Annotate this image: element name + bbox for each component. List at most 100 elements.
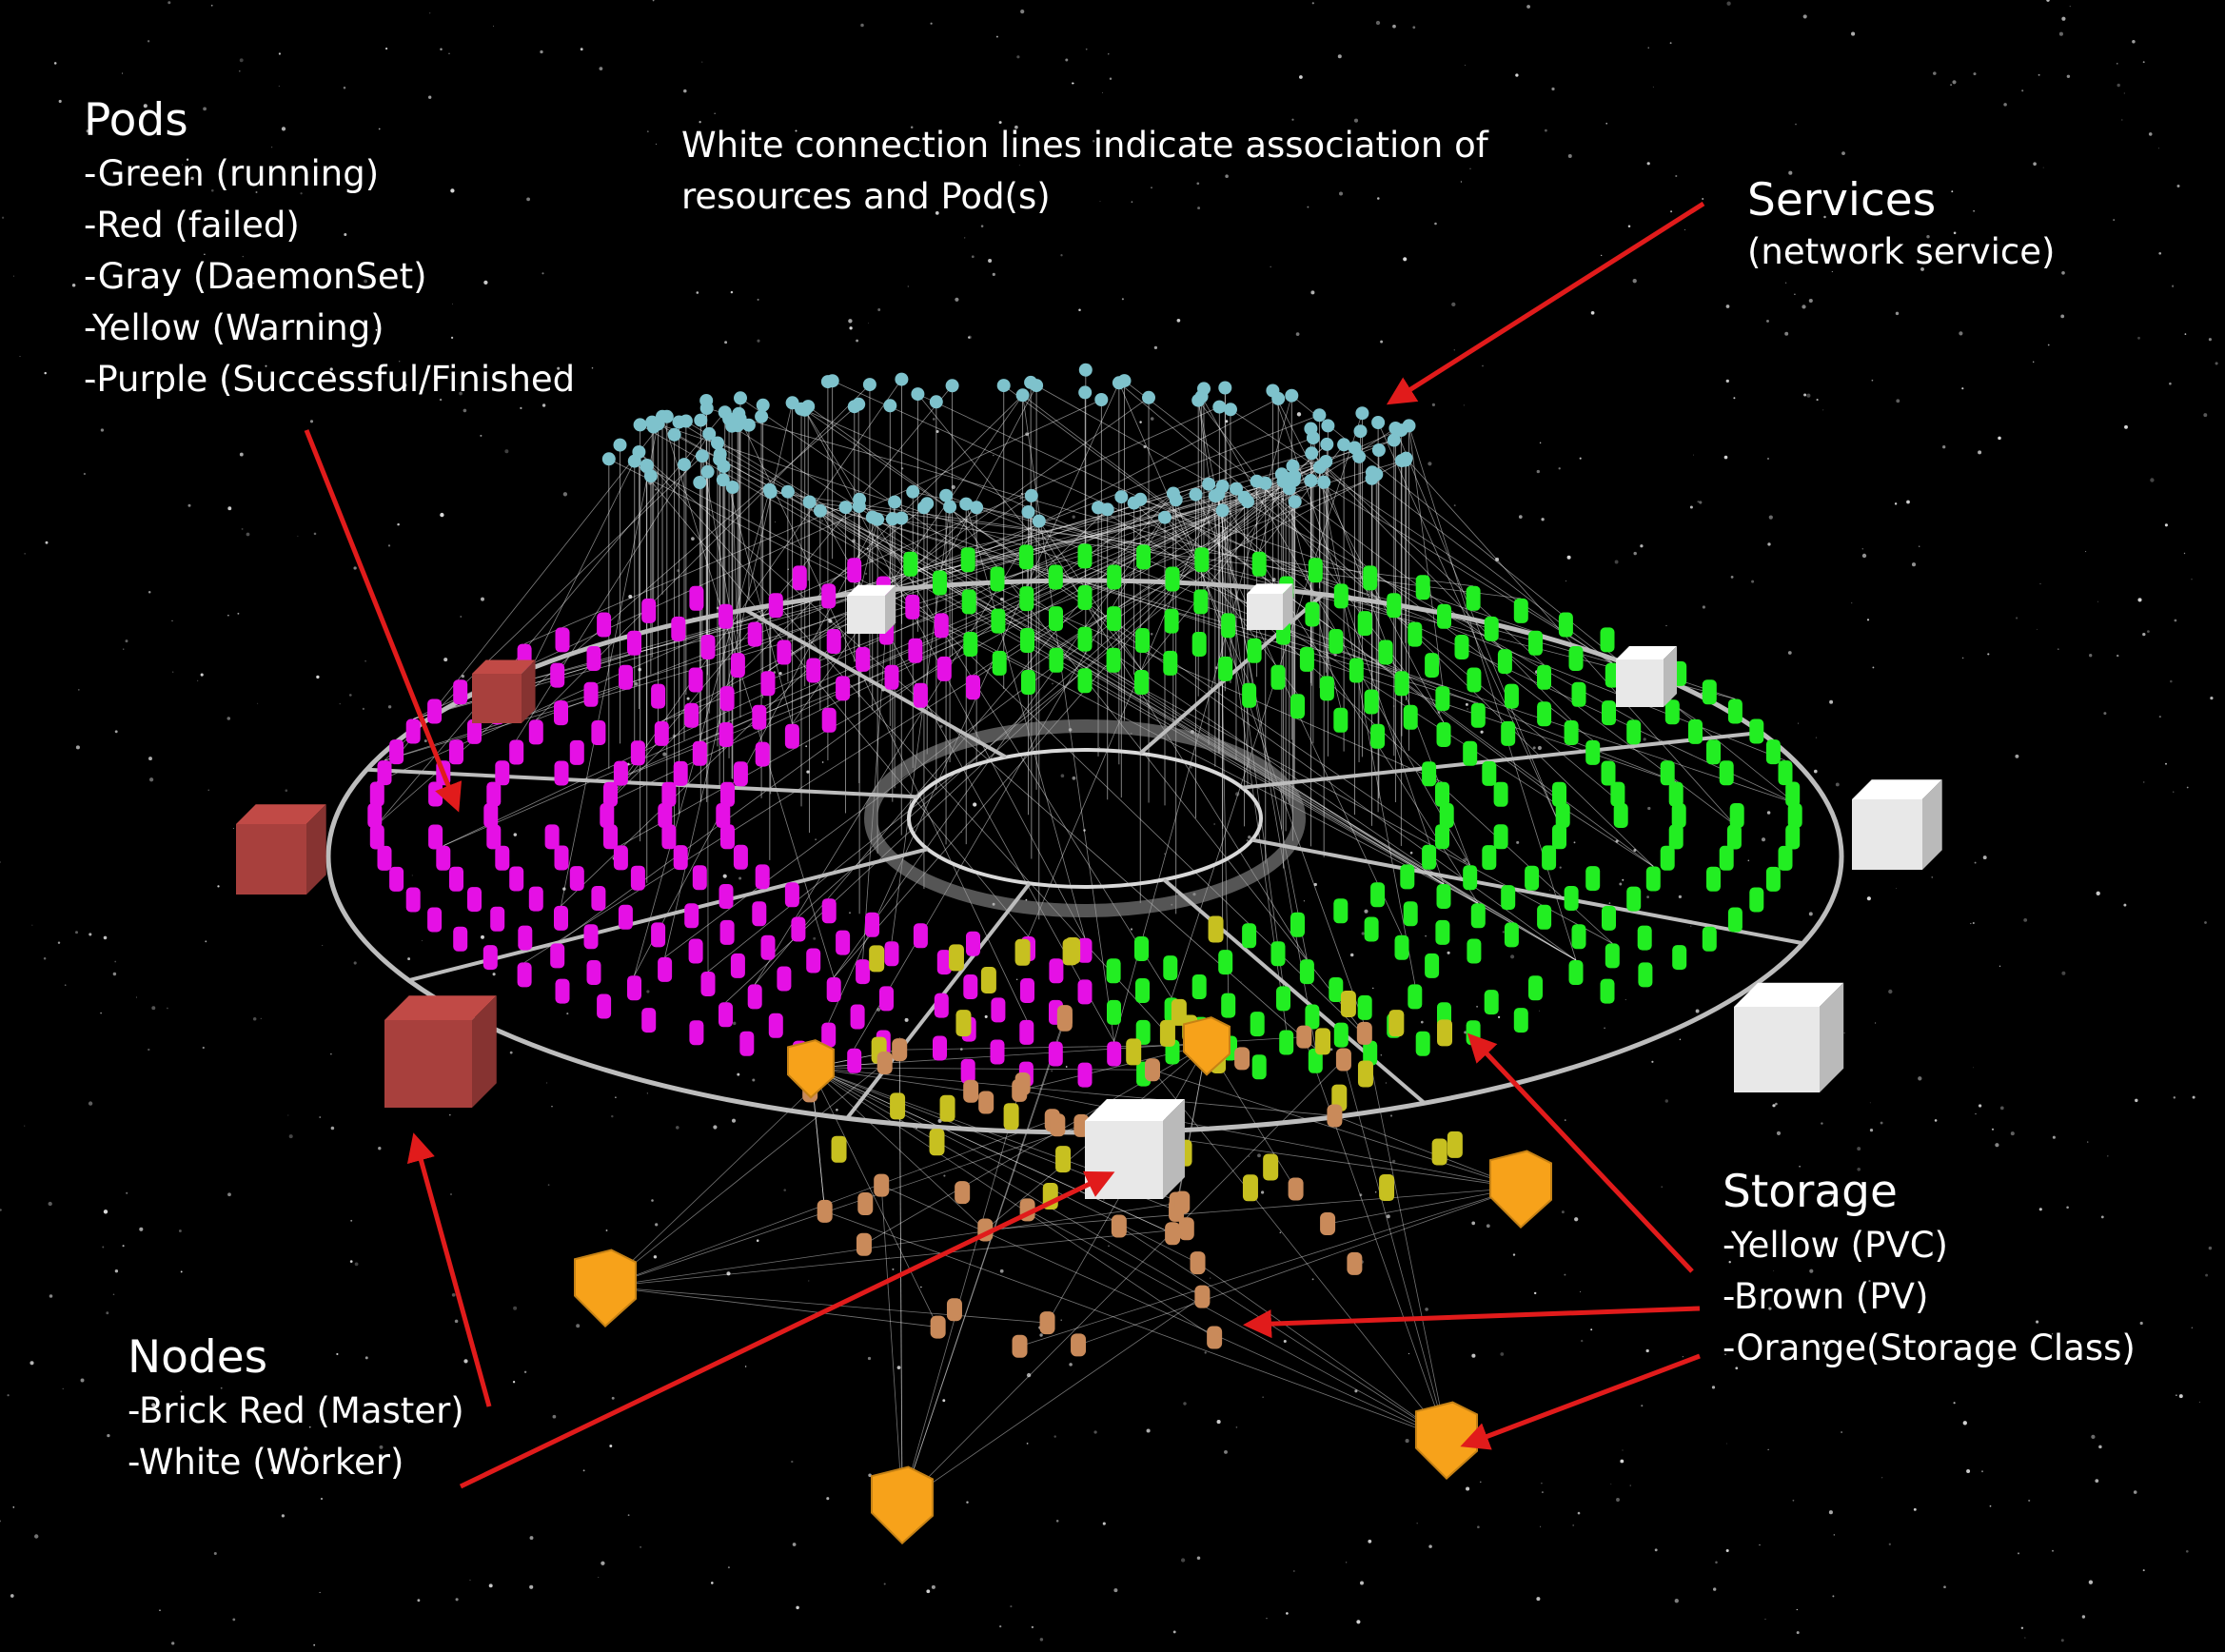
service	[1317, 475, 1331, 489]
star	[910, 126, 914, 129]
star	[270, 1468, 275, 1472]
star	[172, 671, 174, 673]
star	[1279, 1231, 1282, 1234]
association-line	[809, 502, 1479, 704]
pod-finished	[719, 1002, 733, 1028]
association-line	[1291, 395, 1796, 804]
pod-running	[991, 608, 1006, 634]
pod-finished	[591, 720, 606, 745]
star	[610, 1445, 612, 1447]
pod-running	[1610, 781, 1625, 807]
star	[121, 72, 124, 74]
star	[2088, 1580, 2094, 1584]
pod-running	[1270, 664, 1286, 690]
worker-node	[847, 584, 896, 634]
star	[330, 1126, 335, 1131]
pod-finished	[661, 824, 677, 850]
pod-running	[1107, 564, 1122, 590]
star	[278, 86, 280, 87]
star	[227, 1192, 231, 1197]
worker-node	[1852, 779, 1942, 870]
services-subtitle: (network service)	[1747, 231, 2056, 272]
star	[1678, 895, 1683, 899]
pod-running	[1370, 723, 1386, 749]
star	[1881, 1477, 1883, 1479]
star	[509, 1051, 513, 1054]
star	[1701, 692, 1703, 695]
pod-running	[1568, 646, 1584, 671]
storage-class	[1489, 1150, 1552, 1229]
service	[694, 413, 708, 427]
service	[693, 476, 707, 489]
pod-running	[1364, 916, 1379, 942]
services-layer	[601, 363, 1416, 528]
star	[1772, 1104, 1776, 1108]
star	[64, 984, 67, 987]
service	[1189, 487, 1203, 502]
storage-line	[810, 1067, 939, 1328]
storage-line	[810, 1067, 1173, 1234]
star	[1092, 140, 1095, 143]
pod-finished	[752, 901, 767, 927]
star	[2038, 1208, 2042, 1211]
star	[1851, 602, 1853, 604]
star	[417, 1599, 421, 1603]
pods-legend-failed: -Red (failed)	[84, 205, 300, 246]
service	[1078, 363, 1093, 377]
star	[12, 1506, 15, 1508]
pod-running	[1482, 760, 1497, 786]
star	[320, 1497, 324, 1501]
star	[151, 1006, 156, 1011]
pod-finished	[483, 803, 499, 828]
star	[451, 1292, 456, 1297]
star	[1832, 1595, 1835, 1598]
association-line	[610, 478, 1372, 783]
service	[1218, 381, 1232, 395]
star	[1590, 310, 1595, 315]
star	[1537, 745, 1542, 751]
star	[2133, 1490, 2137, 1494]
pod-finished	[597, 612, 612, 638]
storage-line	[810, 1067, 1215, 1338]
star	[1405, 1439, 1409, 1444]
star	[998, 121, 1002, 125]
star	[136, 996, 138, 998]
star	[1364, 909, 1368, 914]
pod-finished	[467, 887, 482, 913]
pvc	[1447, 1131, 1463, 1158]
pod-finished	[528, 719, 543, 745]
star	[1385, 1082, 1387, 1084]
pvc	[1242, 1174, 1258, 1202]
star	[319, 1591, 321, 1594]
star	[375, 328, 378, 331]
pv	[1194, 1285, 1211, 1308]
star	[1270, 266, 1271, 268]
star	[180, 1390, 183, 1393]
star	[931, 1584, 935, 1589]
association-line	[661, 416, 835, 978]
star	[726, 1271, 731, 1276]
pod-finished	[733, 844, 748, 870]
pod-running	[1408, 621, 1423, 647]
pod-running	[1568, 960, 1584, 985]
star	[2098, 1445, 2102, 1449]
service	[916, 501, 931, 515]
pod-running	[1221, 613, 1236, 639]
service	[734, 391, 747, 405]
pod-finished	[528, 886, 543, 912]
pod-running	[1671, 803, 1686, 828]
star	[2015, 754, 2019, 758]
star	[2183, 552, 2186, 555]
star	[2066, 1206, 2069, 1210]
pvc	[955, 1010, 972, 1037]
ring-spoke	[744, 608, 1007, 759]
star	[2087, 1141, 2089, 1143]
service	[1312, 460, 1327, 474]
pod-running	[1242, 923, 1257, 949]
pod-finished	[449, 739, 463, 765]
star	[1412, 26, 1416, 30]
star	[2103, 712, 2107, 716]
star	[309, 420, 314, 423]
star	[1831, 270, 1833, 273]
star	[220, 1386, 223, 1389]
